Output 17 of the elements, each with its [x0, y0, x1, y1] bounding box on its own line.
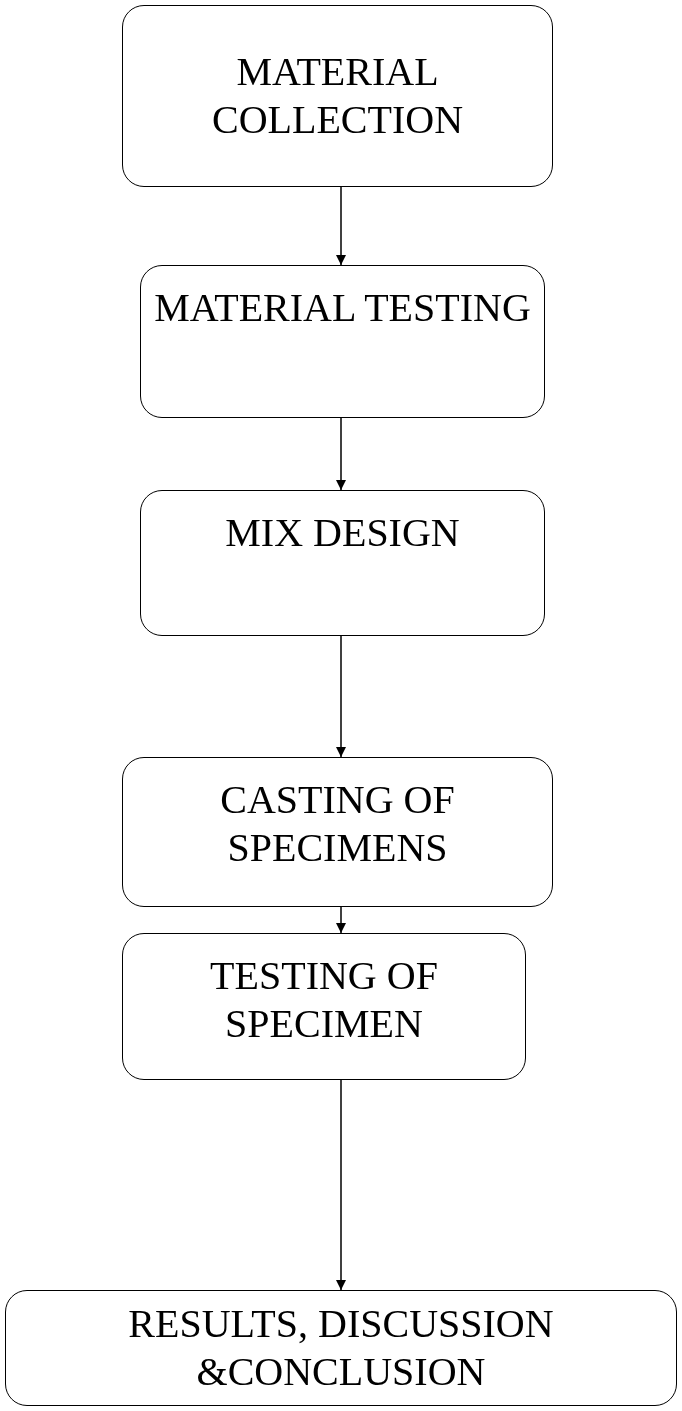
arrow — [336, 186, 346, 266]
process-box — [122, 757, 553, 907]
step-label: RESULTS, DISCUSSION &CONCLUSION — [127, 1300, 555, 1396]
process-box — [122, 5, 553, 187]
step-label: MIX DESIGN — [225, 509, 460, 557]
process-box — [122, 933, 526, 1080]
arrow — [336, 417, 346, 491]
process-box — [5, 1290, 677, 1406]
step-label: TESTING OF SPECIMEN — [209, 952, 439, 1048]
step-label: MATERIAL COLLECTION — [210, 48, 465, 144]
process-box — [140, 265, 545, 418]
process-box — [140, 490, 545, 636]
step-label: CASTING OF SPECIMENS — [219, 776, 456, 872]
arrow — [336, 635, 346, 758]
arrow — [336, 1079, 346, 1291]
step-label: MATERIAL TESTING — [154, 284, 531, 332]
arrow — [336, 906, 346, 934]
